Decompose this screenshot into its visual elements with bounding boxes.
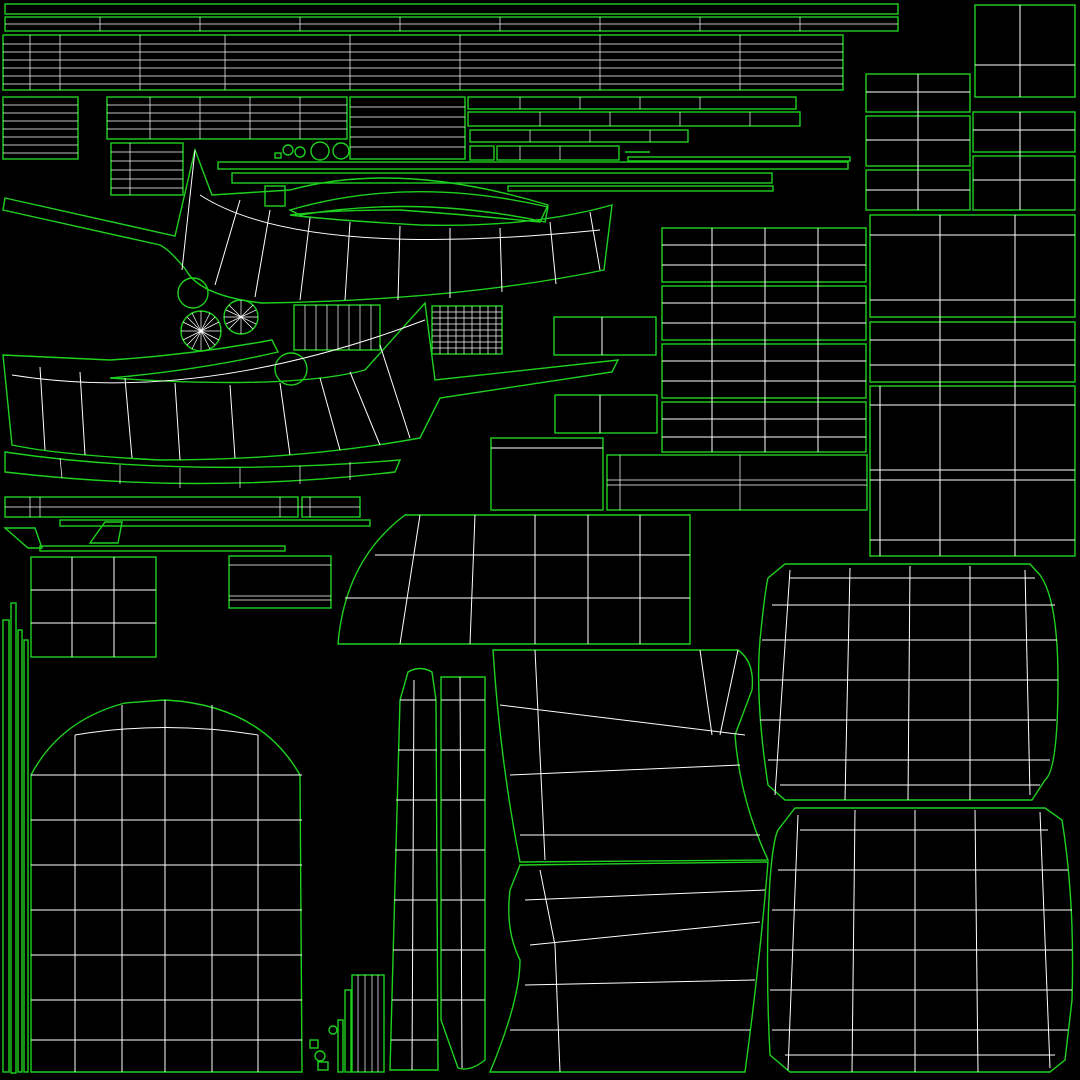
uv-island-fan-panel: [337, 514, 691, 645]
uv-island-back-panel-lower: [488, 861, 769, 1073]
uv-island-arch-panel: [30, 699, 303, 1073]
uv-island-circles: [177, 277, 308, 386]
uv-island-thin-bands: [3, 451, 402, 552]
uv-island-mid-grids: [293, 304, 503, 355]
uv-island-vertical-strips: [2, 602, 486, 1074]
uv-island-small-blocks: [2, 96, 851, 207]
uv-island-left-grid: [30, 555, 332, 658]
uv-island-right-stack-b: [865, 4, 1076, 557]
uv-island-cushion-bottom: [766, 807, 1074, 1073]
uv-island-lower-band: [2, 301, 620, 461]
uv-island-cushion-top: [757, 563, 1059, 801]
uv-island-top-strips: [2, 3, 899, 91]
uv-island-small-bits: [309, 974, 385, 1073]
uv-island-right-stack-a: [661, 227, 867, 453]
uv-island-back-panel-upper: [492, 649, 770, 863]
uv-island-mid-plates: [490, 316, 868, 511]
